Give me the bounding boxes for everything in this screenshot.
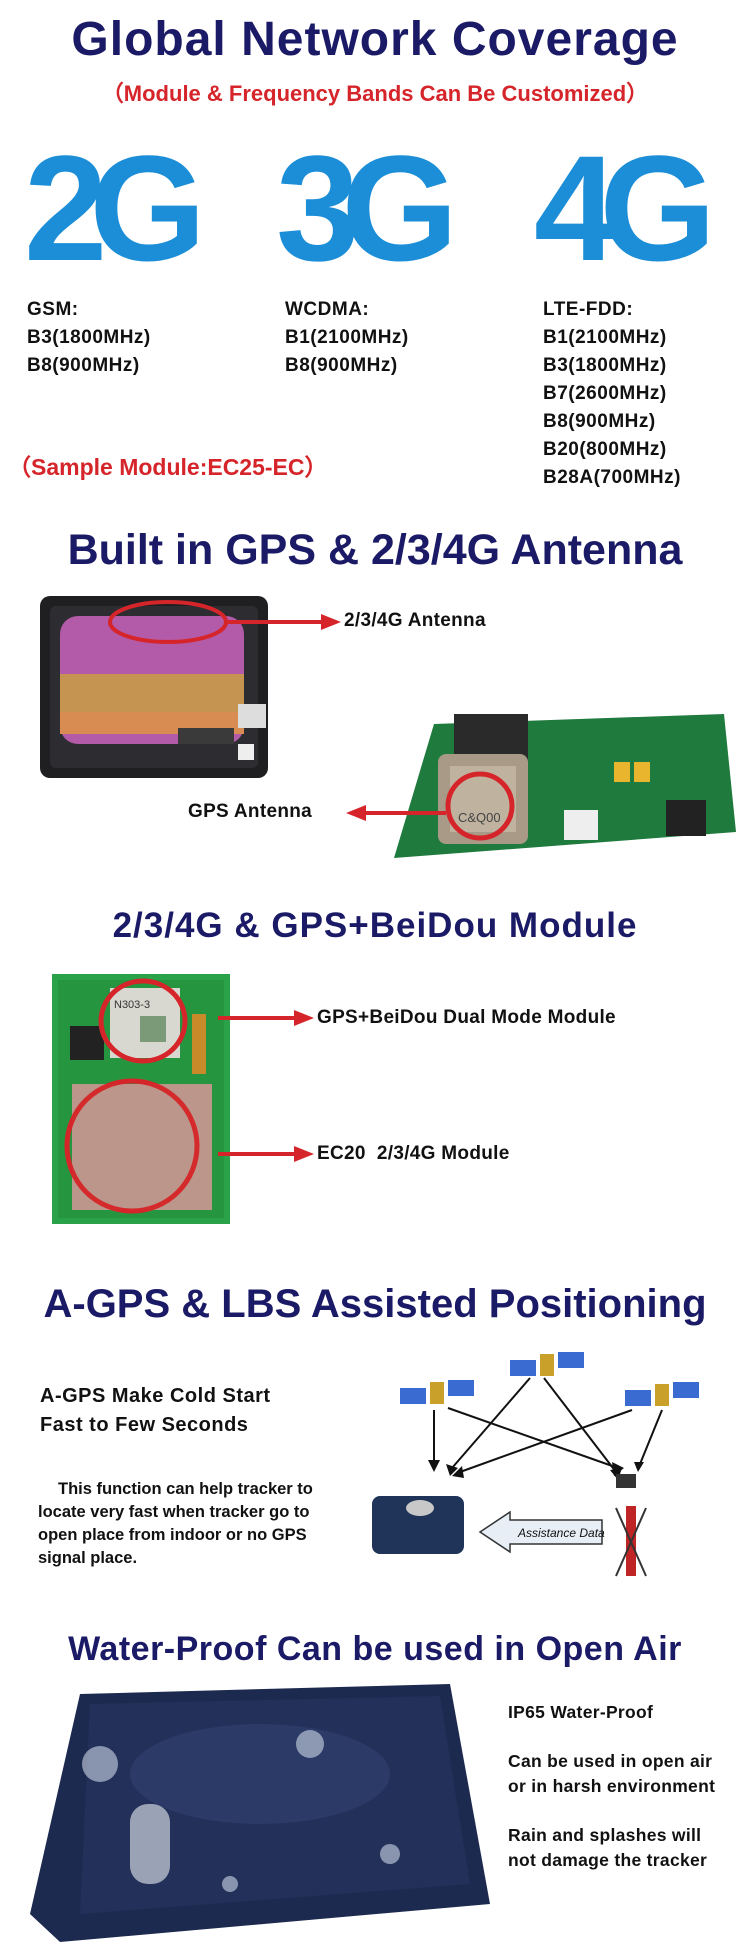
- agps-subhead-line: A-GPS Make Cold Start: [40, 1385, 271, 1407]
- coverage-title: Global Network Coverage: [71, 13, 679, 66]
- 3g-logo-digit: 3G: [276, 124, 449, 280]
- assistance-data-label: Assistance Data: [517, 1526, 605, 1540]
- lte-bands: LTE-FDD: B1(2100MHz) B3(1800MHz) B7(2600…: [543, 296, 681, 492]
- band-line: B1(2100MHz): [285, 327, 409, 348]
- gps-module-arrow: [218, 1010, 314, 1026]
- module-chip-text: N303-3: [114, 999, 150, 1011]
- gps-chip-text: C&Q00: [458, 810, 501, 825]
- band-line: B3(1800MHz): [27, 327, 151, 348]
- wcdma-bands: WCDMA: B1(2100MHz) B8(900MHz): [285, 296, 409, 380]
- band-line: LTE-FDD:: [543, 299, 634, 320]
- 2g-logo: 2G: [24, 124, 215, 280]
- gps-pcb-photo: C&Q00: [394, 714, 736, 858]
- module-board-photo: N303-3: [52, 974, 230, 1224]
- agps-subhead: A-GPS Make Cold Start Fast to Few Second…: [40, 1382, 271, 1440]
- gsm-bands: GSM: B3(1800MHz) B8(900MHz): [27, 296, 151, 380]
- agps-title: A-GPS & LBS Assisted Positioning: [43, 1282, 707, 1326]
- gps-antenna-arrow: [346, 805, 446, 821]
- satellite-icon: [400, 1380, 474, 1404]
- assistance-data-arrow: Assistance Data: [478, 1510, 605, 1554]
- cell-tower-icon: [615, 1474, 647, 1577]
- agps-paragraph: This function can help tracker to locate…: [38, 1480, 313, 1567]
- waterproof-point: Can be used in open air or in harsh envi…: [508, 1751, 716, 1796]
- gps-antenna-label: GPS Antenna: [188, 801, 312, 822]
- 4g-logo-digit: 4G: [534, 124, 707, 280]
- band-line: B3(1800MHz): [543, 355, 667, 376]
- band-line: WCDMA:: [285, 299, 370, 320]
- ec20-label: EC20 2/3/4G Module: [317, 1143, 510, 1164]
- tracker-device-icon: [372, 1496, 464, 1554]
- band-line: B7(2600MHz): [543, 383, 667, 404]
- antenna-arrow: [225, 614, 341, 630]
- band-line: GSM:: [27, 299, 79, 320]
- waterproof-point: IP65 Water-Proof: [508, 1702, 654, 1722]
- band-line: B20(800MHz): [543, 439, 667, 460]
- satellite-icon: [510, 1352, 584, 1376]
- 3g-logo: 3G: [276, 124, 467, 280]
- band-line: B8(900MHz): [27, 355, 140, 376]
- antenna-title: Built in GPS & 2/3/4G Antenna: [67, 526, 683, 574]
- waterproof-title: Water-Proof Can be used in Open Air: [68, 1630, 682, 1668]
- coverage-subtitle: （Module & Frequency Bands Can Be Customi…: [101, 81, 649, 106]
- module-title: 2/3/4G & GPS+BeiDou Module: [112, 906, 638, 945]
- band-line: B8(900MHz): [285, 355, 398, 376]
- agps-diagram: Assistance Data: [372, 1352, 699, 1577]
- battery-device-photo: [40, 596, 268, 778]
- band-line: B1(2100MHz): [543, 327, 667, 348]
- band-line: B28A(700MHz): [543, 467, 681, 488]
- band-line: B8(900MHz): [543, 411, 656, 432]
- satellite-icon: [625, 1382, 699, 1406]
- waterproof-point: Rain and splashes will not damage the tr…: [508, 1825, 708, 1870]
- 4g-logo: 4G: [534, 124, 725, 280]
- sample-module-note: （Sample Module:EC25-EC）: [8, 454, 328, 480]
- waterproof-points: IP65 Water-Proof Can be used in open air…: [508, 1700, 733, 1873]
- ec20-arrow: [218, 1146, 314, 1162]
- gps-module-label: GPS+BeiDou Dual Mode Module: [317, 1007, 616, 1028]
- antenna-label: 2/3/4G Antenna: [344, 610, 486, 631]
- 2g-logo-digit: 2G: [24, 124, 197, 280]
- waterproof-device-photo: [30, 1684, 490, 1942]
- agps-subhead-line: Fast to Few Seconds: [40, 1414, 249, 1436]
